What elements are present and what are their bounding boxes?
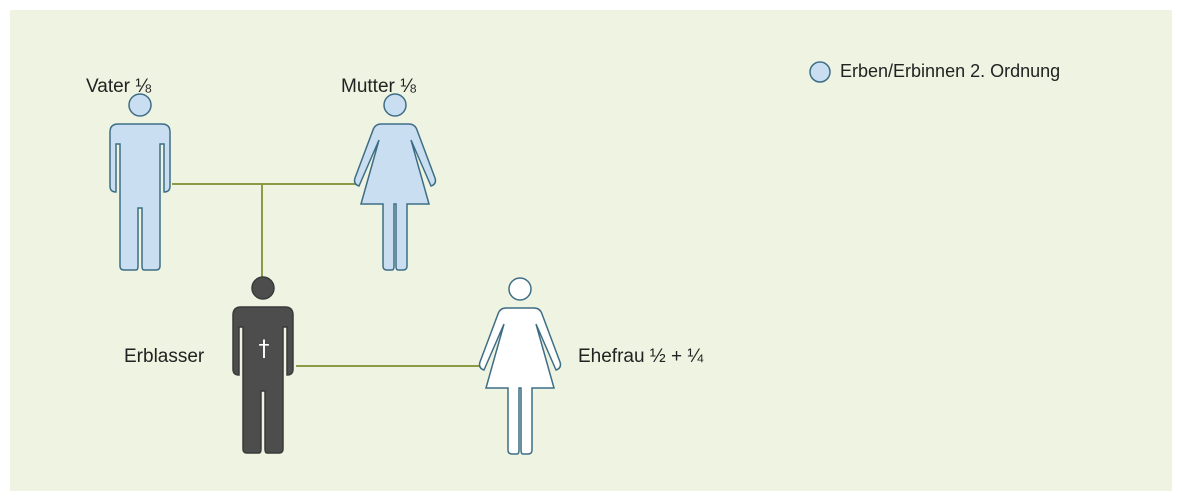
mother-label: Mutter ⅛: [341, 76, 416, 97]
legend-circle-icon: [809, 61, 831, 83]
male-figure-deceased-icon: [232, 276, 294, 454]
connector-lines: [172, 183, 480, 367]
female-figure-icon: [478, 277, 562, 455]
deceased-cross-mark: †: [259, 337, 270, 362]
female-figure-icon: [353, 93, 437, 271]
diagram-panel: [10, 10, 1172, 491]
father-label: Vater ⅛: [86, 76, 152, 97]
deceased-label: Erblasser: [124, 346, 205, 367]
legend-label: Erben/Erbinnen 2. Ordnung: [840, 61, 1061, 81]
spouse-label: Ehefrau ½ + ¼: [578, 346, 704, 367]
male-figure-icon: [109, 93, 171, 271]
